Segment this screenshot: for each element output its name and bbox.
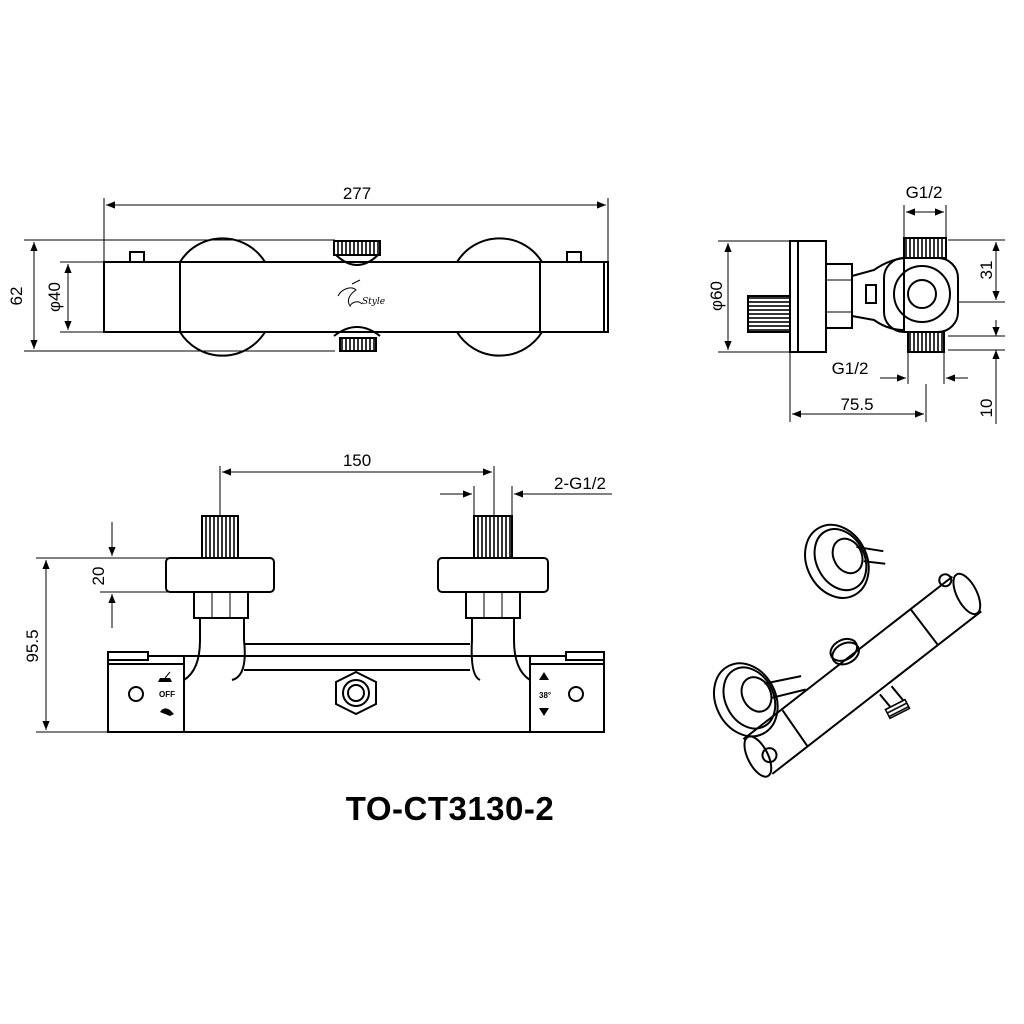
hand-shower-icon: [160, 708, 174, 716]
dim-depth: 75.5: [840, 395, 873, 414]
arrow-down-icon: [539, 708, 549, 716]
dim-center-distance: 150: [343, 451, 371, 470]
top-view: 277 62 φ40 Style: [7, 184, 609, 357]
brand-logo: Style: [337, 279, 385, 307]
dim-total-height: 95.5: [23, 629, 42, 662]
dim-10: 10: [977, 399, 996, 418]
arrow-up-icon: [539, 672, 549, 680]
perspective-view: [712, 523, 982, 778]
dim-length: 277: [343, 184, 371, 203]
dim-diameter: φ40: [45, 282, 64, 312]
dim-height: 62: [7, 287, 26, 306]
off-label: OFF: [159, 690, 175, 699]
dim-outlet-bottom: G1/2: [832, 359, 869, 378]
dim-31: 31: [977, 261, 996, 280]
svg-text:Style: Style: [362, 297, 385, 307]
dim-wall-diameter: φ60: [707, 281, 726, 311]
model-code-title: TO-CT3130-2: [345, 790, 555, 827]
dim-inlet-top: G1/2: [906, 183, 943, 202]
dim-eccentric-height: 20: [89, 567, 108, 586]
shower-head-icon: [158, 671, 172, 682]
temperature-label: 38°: [539, 691, 551, 700]
front-view: 150 2-G1/2 20 95.5: [23, 451, 612, 733]
dim-thread: 2-G1/2: [554, 474, 606, 493]
side-view: G1/2 31 10 φ60: [707, 183, 1005, 424]
